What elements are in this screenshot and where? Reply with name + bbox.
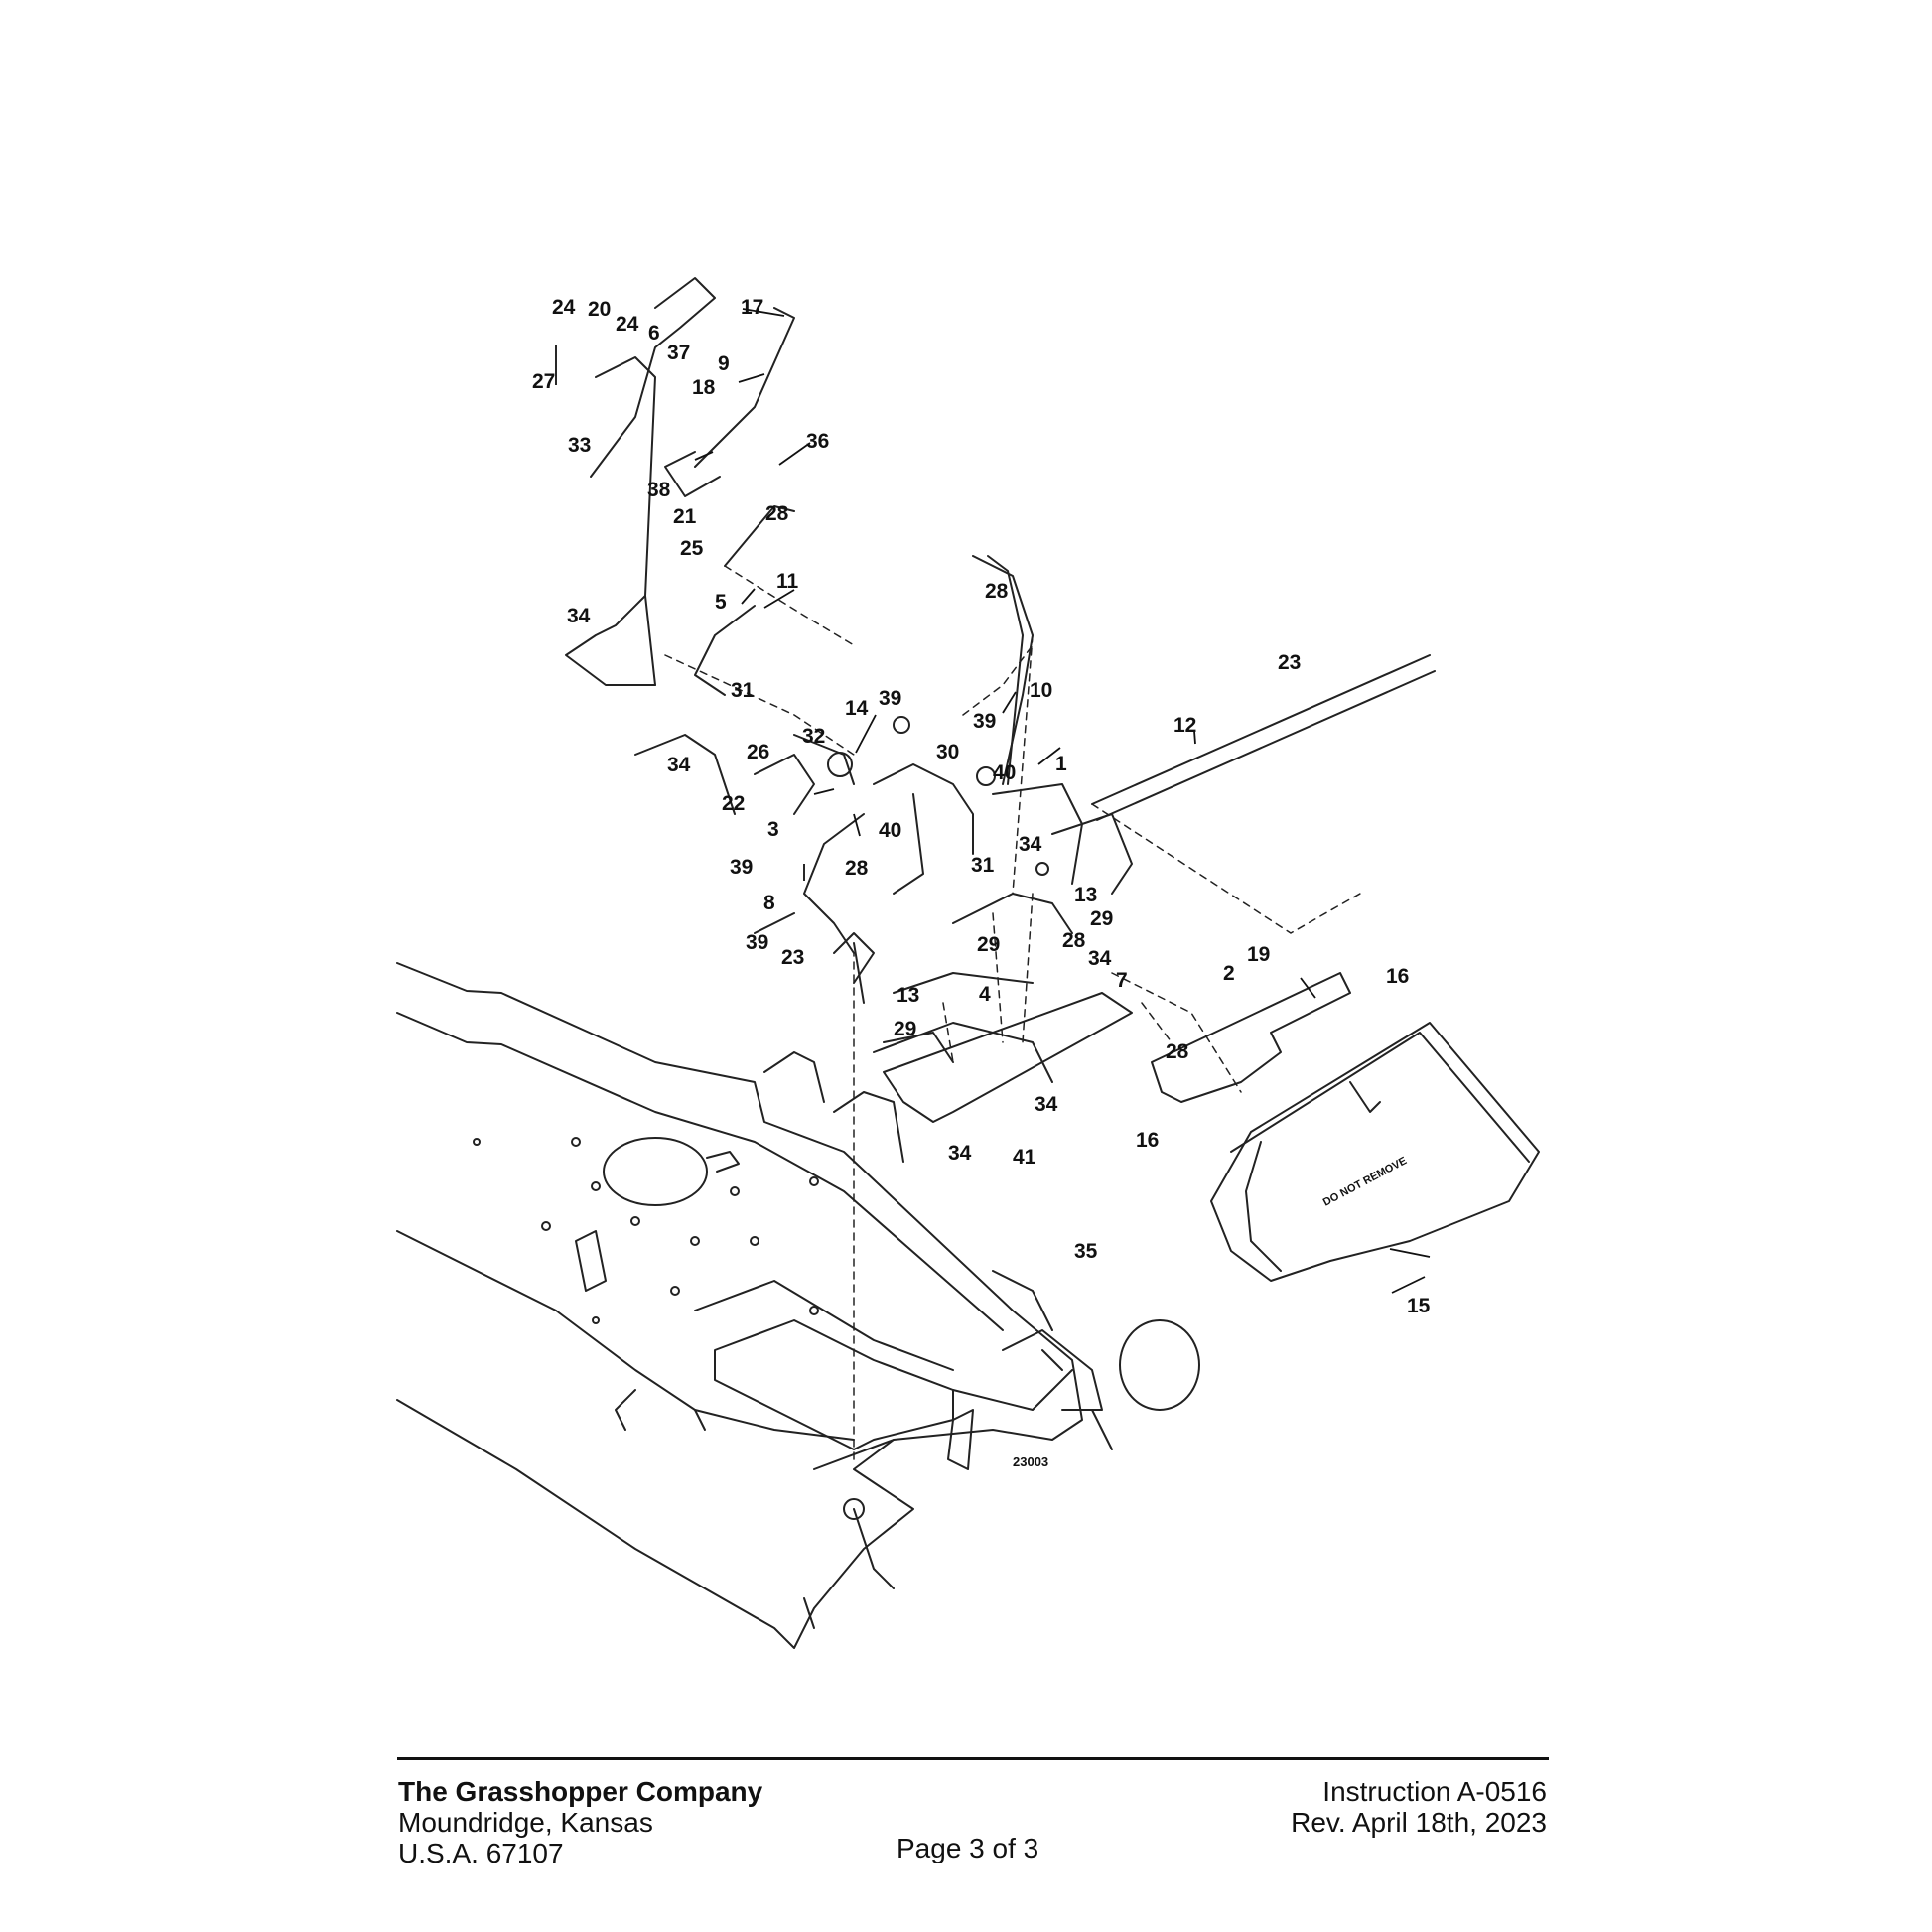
callout-15: 15 xyxy=(1407,1295,1431,1317)
callout-38: 38 xyxy=(647,479,671,501)
lift-handle-assembly xyxy=(565,277,1436,1083)
callout-29-b: 29 xyxy=(977,933,1000,956)
callout-labels: 1 2 3 4 5 6 7 8 9 10 11 12 13 13 14 15 1… xyxy=(532,296,1431,1469)
callout-21: 21 xyxy=(673,505,697,528)
callout-40-a: 40 xyxy=(993,761,1016,784)
callout-31-b: 31 xyxy=(971,854,995,877)
callout-6: 6 xyxy=(648,322,660,345)
callout-39-c: 39 xyxy=(730,856,753,879)
revision-date: Rev. April 18th, 2023 xyxy=(1291,1807,1547,1838)
callout-34-b: 34 xyxy=(667,754,691,776)
callout-23-lower: 23 xyxy=(781,946,804,969)
callout-40-b: 40 xyxy=(879,819,901,842)
callout-7: 7 xyxy=(1116,969,1128,992)
callout-14: 14 xyxy=(845,697,869,720)
decal-text: DO NOT REMOVE xyxy=(1321,1155,1409,1208)
leader-lines xyxy=(664,565,1361,1460)
callout-2: 2 xyxy=(1223,962,1235,985)
callout-26: 26 xyxy=(747,741,769,763)
footer-company-block: The Grasshopper Company Moundridge, Kans… xyxy=(398,1776,762,1868)
callout-13-lower: 13 xyxy=(897,984,919,1007)
callout-19: 19 xyxy=(1247,943,1270,966)
callout-24-right: 24 xyxy=(616,313,639,336)
callout-36: 36 xyxy=(806,430,829,453)
callout-16-right: 16 xyxy=(1386,965,1409,988)
callout-39-a: 39 xyxy=(879,687,901,710)
callout-13-upper: 13 xyxy=(1074,884,1097,906)
callout-22: 22 xyxy=(722,792,745,815)
callout-34-f: 34 xyxy=(948,1142,972,1165)
pivot-plates xyxy=(883,972,1351,1123)
callout-33: 33 xyxy=(568,434,591,457)
callout-34-c: 34 xyxy=(1019,833,1042,856)
company-city: Moundridge, Kansas xyxy=(398,1807,653,1838)
page-number: Page 3 of 3 xyxy=(897,1833,1039,1863)
callout-12: 12 xyxy=(1173,714,1196,737)
callout-20: 20 xyxy=(588,298,611,321)
callout-28-c: 28 xyxy=(845,857,869,880)
footer-divider xyxy=(397,1757,1549,1760)
callout-8: 8 xyxy=(763,892,775,914)
guard-part-15 xyxy=(1210,1022,1540,1282)
company-country-zip: U.S.A. 67107 xyxy=(398,1838,564,1868)
callout-34-a: 34 xyxy=(567,605,591,627)
callout-1: 1 xyxy=(1055,753,1067,775)
callout-3: 3 xyxy=(767,818,779,841)
callout-28-e: 28 xyxy=(1166,1040,1189,1063)
callout-25: 25 xyxy=(680,537,704,560)
callout-4: 4 xyxy=(979,983,991,1006)
callout-32: 32 xyxy=(802,725,825,748)
callout-10: 10 xyxy=(1030,679,1052,702)
callout-16-lower: 16 xyxy=(1136,1129,1159,1152)
callout-31-a: 31 xyxy=(731,679,755,702)
callout-37: 37 xyxy=(667,342,690,364)
callout-18: 18 xyxy=(692,376,716,399)
callout-23-upper: 23 xyxy=(1278,651,1301,674)
mower-deck-frame xyxy=(396,962,1200,1649)
drawing-number: 23003 xyxy=(1013,1454,1048,1469)
callout-28-a: 28 xyxy=(765,502,789,525)
callout-29-c: 29 xyxy=(894,1018,916,1040)
callout-30: 30 xyxy=(936,741,959,763)
callout-34-d: 34 xyxy=(1088,947,1112,970)
callout-17: 17 xyxy=(741,296,763,319)
callout-39-d: 39 xyxy=(746,931,768,954)
callout-35: 35 xyxy=(1074,1240,1098,1263)
callout-9: 9 xyxy=(718,352,730,375)
callout-11: 11 xyxy=(776,570,799,593)
callout-41: 41 xyxy=(1013,1146,1036,1169)
instruction-number: Instruction A-0516 xyxy=(1322,1776,1547,1807)
callout-39-b: 39 xyxy=(973,710,996,733)
company-name: The Grasshopper Company xyxy=(398,1776,763,1807)
footer-document-block: Instruction A-0516 Rev. April 18th, 2023 xyxy=(1291,1776,1547,1838)
callout-28-b: 28 xyxy=(985,580,1009,603)
callout-24-left: 24 xyxy=(552,296,576,319)
callout-27: 27 xyxy=(532,370,555,393)
callout-5: 5 xyxy=(715,591,727,614)
callout-34-e: 34 xyxy=(1035,1093,1058,1116)
callout-28-d: 28 xyxy=(1062,929,1086,952)
callout-29-a: 29 xyxy=(1090,907,1113,930)
